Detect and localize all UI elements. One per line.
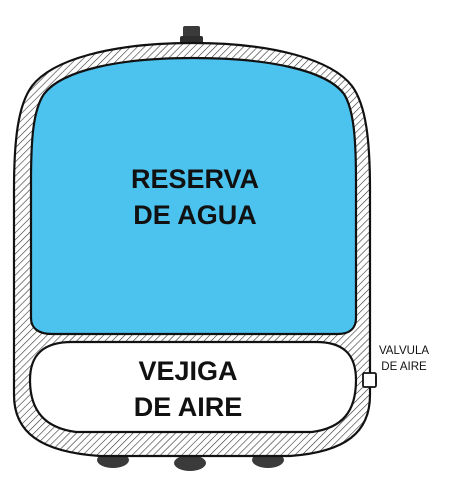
air-bladder [28, 340, 358, 434]
air-valve-fitting [362, 372, 377, 388]
air-bladder-label-line2: DE AIRE [134, 392, 243, 422]
air-bladder-label-line1: VEJIGA [138, 356, 237, 386]
water-reservoir [29, 56, 358, 336]
tank-foot-center [174, 455, 206, 471]
water-reservoir-label-line2: DE AGUA [133, 200, 257, 230]
air-valve-label-line1: VALVULA [379, 345, 429, 357]
water-reservoir-label-line1: RESERVA [131, 164, 259, 194]
air-valve-label-line2: DE AIRE [381, 361, 427, 373]
top-inlet-fitting [180, 26, 203, 44]
